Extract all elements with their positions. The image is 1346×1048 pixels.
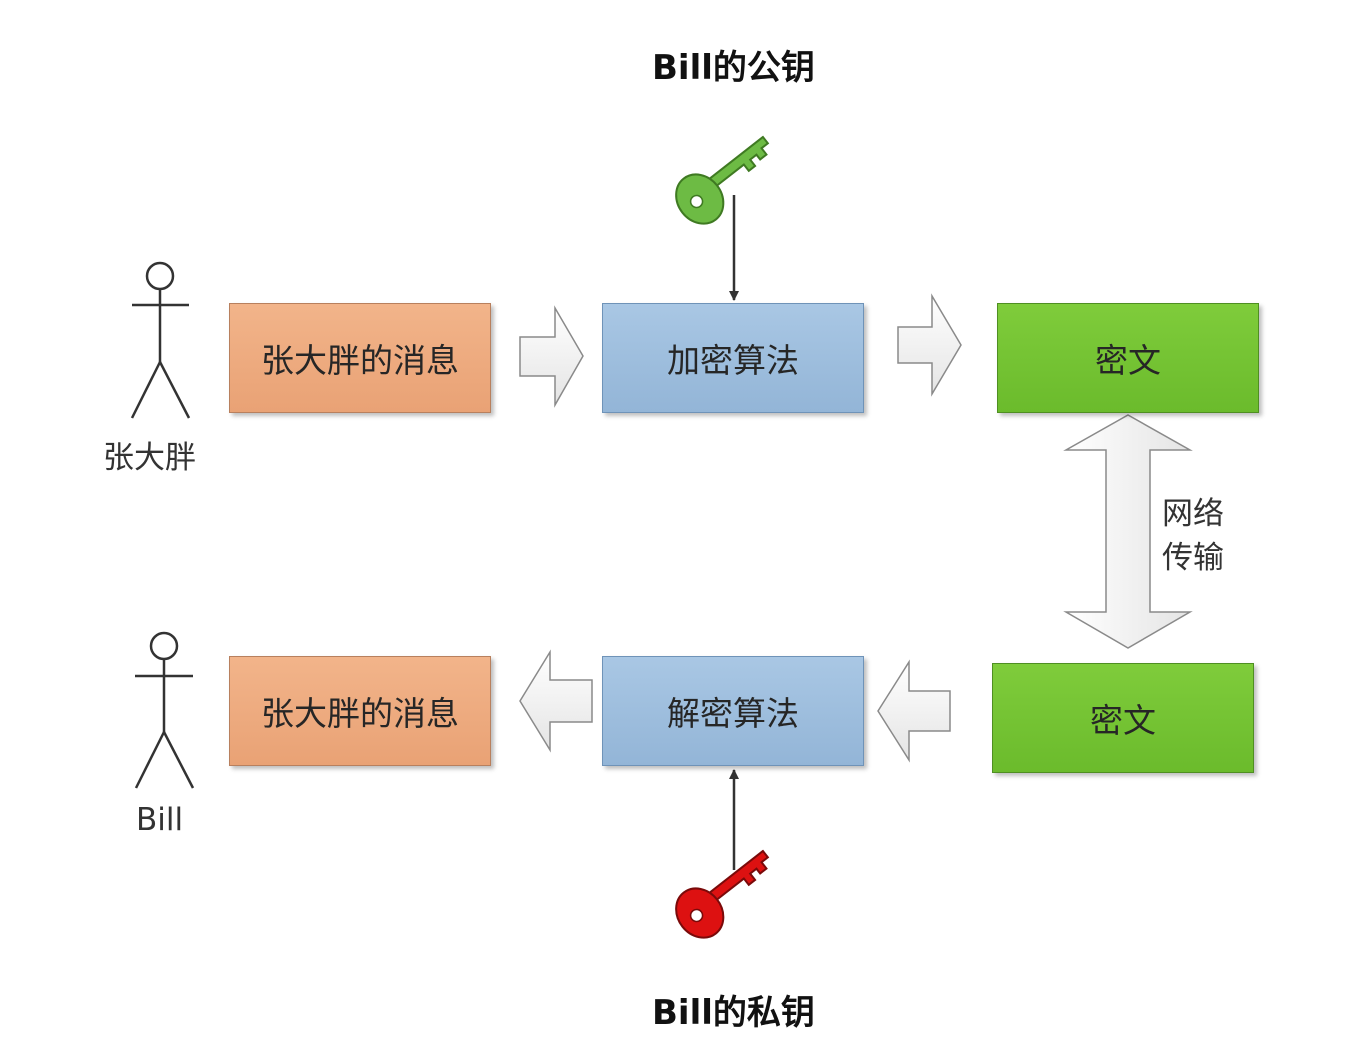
- top-ciphertext-box: 密文: [997, 303, 1259, 413]
- receiver-stick-figure-icon: [134, 631, 195, 789]
- sender-name: 张大胖: [103, 440, 196, 476]
- network-transfer-line1: 网络: [1162, 496, 1224, 532]
- sender-message-box: 张大胖的消息: [229, 303, 491, 413]
- network-transfer-arrow-icon: [1063, 414, 1193, 649]
- network-transfer-label: 网络 传输: [1162, 492, 1224, 580]
- receiver-message-box: 张大胖的消息: [229, 656, 491, 766]
- decryption-algorithm-text: 解密算法: [667, 694, 799, 733]
- receiver-name: Bill: [136, 802, 184, 838]
- flow-arrow-icon: [519, 649, 593, 753]
- decryption-algorithm-box: 解密算法: [602, 656, 864, 766]
- private-key-icon: [675, 849, 770, 939]
- network-transfer-line2: 传输: [1162, 540, 1224, 576]
- sender-message-text: 张大胖的消息: [261, 341, 459, 380]
- encryption-algorithm-text: 加密算法: [667, 341, 799, 380]
- private-key-label: Bill的私钥: [652, 993, 815, 1033]
- flow-arrow-icon: [519, 305, 584, 408]
- top-ciphertext-text: 密文: [1095, 341, 1161, 380]
- public-key-label: Bill的公钥: [652, 48, 815, 88]
- sender-stick-figure-icon: [130, 261, 191, 419]
- flow-arrow-icon: [877, 659, 951, 763]
- public-key-icon: [675, 135, 770, 225]
- receiver-message-text: 张大胖的消息: [261, 694, 459, 733]
- flow-arrow-icon: [897, 293, 962, 397]
- bottom-ciphertext-box: 密文: [992, 663, 1254, 773]
- bottom-ciphertext-text: 密文: [1090, 701, 1156, 740]
- encryption-algorithm-box: 加密算法: [602, 303, 864, 413]
